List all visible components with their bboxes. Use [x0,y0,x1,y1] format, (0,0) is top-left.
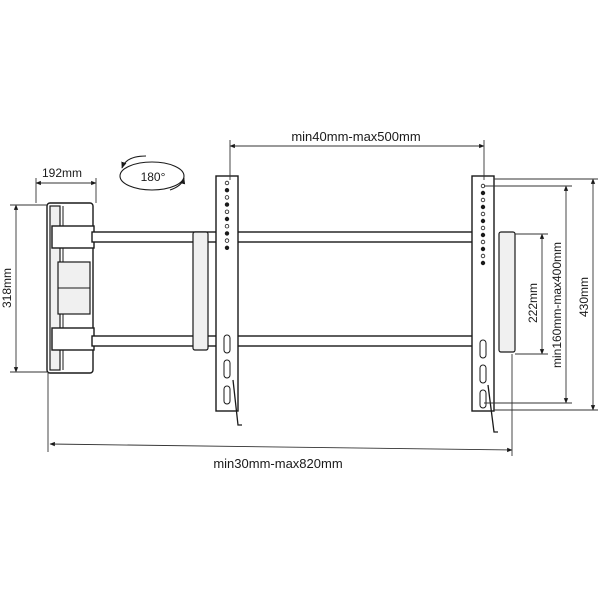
dim-wall-plate-height: 318mm [0,204,47,373]
support-arms [91,231,475,347]
rotation-label: 180° [141,170,166,184]
left-clamp [192,231,209,351]
mounting-hole [480,204,486,210]
dim-vertical-spacing: min40mm-max500mm [229,129,485,180]
extension-label: min30mm-max820mm [213,456,342,471]
mounting-hole [480,190,486,196]
right-clamp [498,231,516,353]
wall-plate-height-label: 318mm [0,268,14,308]
mounting-hole [480,225,486,231]
dim-extension: min30mm-max820mm [47,354,513,471]
mounting-hole [480,260,486,266]
mounting-hole [224,187,230,193]
clamp-height-label: 222mm [526,283,540,323]
mounting-hole [480,211,486,217]
wall-plate-depth-label: 192mm [42,166,82,180]
right-bracket-holes [480,183,486,266]
mounting-hole [224,216,230,222]
dim-clamp-height: 222mm [515,233,548,355]
arm-height-label: 430mm [577,277,591,317]
mounting-hole [480,218,486,224]
left-vertical-bracket [215,175,242,426]
mounting-hole [480,197,486,203]
mounting-hole [224,245,230,250]
dim-wall-plate-depth: 192mm [35,166,97,203]
mounting-hole [224,195,230,200]
mounting-hole [480,232,486,238]
mounting-hole [224,238,230,243]
left-bracket-holes [224,180,230,250]
mounting-hole [224,223,230,229]
rotation-indicator: 180° [119,155,186,191]
horizontal-spacing-label: min160mm-max400mm [550,242,564,368]
mounting-hole [480,239,486,245]
dim-arm-height: 430mm [494,178,598,411]
mounting-hole [480,246,486,252]
wall-plate [46,202,95,374]
right-vertical-bracket [471,175,498,433]
mounting-hole [224,202,230,207]
mounting-hole [224,209,230,214]
mounting-hole [224,231,230,236]
vertical-spacing-label: min40mm-max500mm [291,129,420,144]
dim-horizontal-spacing: min160mm-max400mm [484,185,572,404]
mounting-hole [224,180,230,186]
mounting-hole [480,253,486,259]
